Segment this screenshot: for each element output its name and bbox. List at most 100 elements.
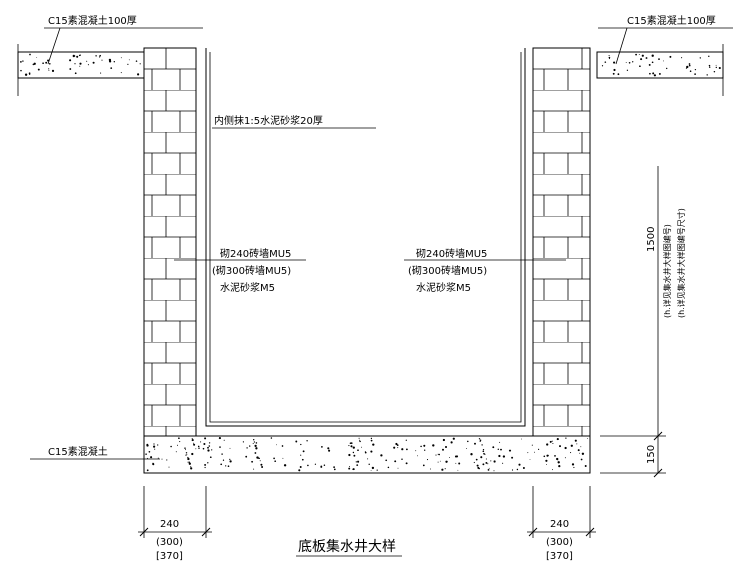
- concrete-speckle: [543, 455, 546, 458]
- concrete-speckle: [184, 447, 186, 449]
- concrete-speckle: [222, 459, 225, 461]
- concrete-speckle: [350, 445, 353, 448]
- concrete-speckle: [99, 54, 101, 57]
- dim-left-value: 240: [160, 519, 179, 530]
- top-right-concrete-label: C15素混凝土100厚: [627, 14, 716, 27]
- concrete-speckle: [301, 458, 304, 461]
- concrete-speckle: [708, 64, 711, 67]
- concrete-speckle: [549, 440, 552, 443]
- concrete-speckle: [574, 439, 577, 442]
- concrete-speckle: [653, 74, 657, 77]
- concrete-speckle: [626, 69, 629, 71]
- concrete-speckle: [295, 440, 298, 443]
- concrete-speckle: [584, 465, 587, 467]
- concrete-speckle: [352, 468, 354, 470]
- concrete-speckle: [348, 453, 351, 457]
- concrete-speckle: [101, 59, 103, 61]
- concrete-speckle: [450, 441, 453, 444]
- concrete-speckle: [221, 453, 223, 455]
- concrete-speckle: [423, 444, 426, 447]
- concrete-speckle: [258, 457, 261, 459]
- concrete-speckle: [485, 458, 487, 460]
- concrete-speckle: [405, 462, 408, 465]
- concrete-speckle: [204, 437, 207, 440]
- concrete-speckle: [546, 463, 548, 465]
- concrete-speckle: [397, 467, 399, 469]
- concrete-speckle: [145, 453, 147, 455]
- concrete-speckle: [120, 72, 122, 74]
- concrete-speckle: [261, 466, 264, 468]
- concrete-speckle: [370, 439, 373, 442]
- concrete-speckle: [552, 469, 553, 471]
- concrete-speckle: [200, 441, 202, 443]
- concrete-speckle: [441, 468, 444, 471]
- concrete-speckle: [185, 452, 188, 454]
- concrete-speckle: [394, 460, 397, 463]
- inner-plaster-label: 内侧抹1:5水泥砂浆20厚: [214, 114, 323, 127]
- concrete-speckle: [688, 63, 691, 65]
- concrete-speckle: [29, 73, 31, 75]
- concrete-speckle: [577, 449, 580, 452]
- concrete-speckle: [628, 61, 631, 64]
- right-wall-label-2: (砌300砖墙MU5): [408, 264, 487, 277]
- concrete-speckle: [207, 446, 209, 449]
- concrete-speckle: [422, 464, 425, 467]
- concrete-speckle: [252, 442, 254, 445]
- concrete-speckle: [639, 65, 641, 68]
- concrete-speckle: [579, 452, 581, 454]
- concrete-speckle: [276, 444, 278, 446]
- concrete-speckle: [497, 448, 500, 451]
- concrete-speckle: [482, 450, 485, 453]
- concrete-speckle: [259, 460, 261, 462]
- concrete-speckle: [613, 68, 616, 72]
- concrete-speckle: [573, 466, 575, 469]
- concrete-speckle: [74, 63, 76, 65]
- concrete-speckle: [282, 457, 284, 459]
- concrete-speckle: [645, 57, 648, 59]
- dim-right-tick-b: [585, 527, 595, 537]
- concrete-speckle: [359, 439, 360, 441]
- concrete-speckle: [135, 60, 138, 62]
- concrete-speckle: [191, 439, 194, 442]
- concrete-speckle: [485, 461, 488, 464]
- concrete-speckle: [385, 459, 388, 462]
- concrete-speckle: [454, 455, 457, 458]
- concrete-speckle: [552, 442, 554, 445]
- concrete-speckle: [146, 444, 149, 447]
- concrete-speckle: [612, 72, 615, 75]
- concrete-speckle: [48, 62, 51, 65]
- concrete-speckle: [719, 67, 721, 70]
- concrete-speckle: [706, 74, 708, 76]
- concrete-speckle: [246, 447, 248, 449]
- concrete-speckle: [358, 437, 360, 439]
- concrete-speckle: [195, 448, 197, 450]
- concrete-speckle: [488, 467, 490, 469]
- concrete-speckle: [367, 458, 369, 460]
- concrete-speckle: [401, 448, 404, 451]
- concrete-speckle: [95, 55, 97, 57]
- concrete-speckle: [417, 455, 418, 457]
- concrete-speckle: [352, 446, 355, 449]
- concrete-speckle: [437, 453, 439, 455]
- concrete-speckle: [76, 55, 79, 58]
- concrete-speckle: [564, 446, 567, 450]
- concrete-speckle: [92, 61, 95, 64]
- concrete-speckle: [649, 72, 651, 75]
- concrete-speckle: [405, 439, 407, 441]
- concrete-speckle: [475, 458, 478, 461]
- concrete-speckle: [641, 54, 644, 57]
- concrete-speckle: [511, 456, 514, 459]
- concrete-speckle: [255, 447, 258, 450]
- concrete-speckle: [242, 441, 245, 443]
- concrete-speckle: [188, 462, 191, 465]
- concrete-speckle: [321, 446, 323, 448]
- concrete-speckle: [302, 450, 305, 453]
- concrete-speckle: [355, 461, 357, 463]
- concrete-speckle: [69, 59, 72, 62]
- concrete-speckle: [22, 60, 24, 62]
- inner-cavity-outline: [209, 52, 522, 423]
- concrete-speckle: [439, 460, 441, 462]
- concrete-speckle: [406, 448, 408, 451]
- concrete-speckle: [51, 69, 55, 72]
- concrete-speckle: [187, 456, 189, 459]
